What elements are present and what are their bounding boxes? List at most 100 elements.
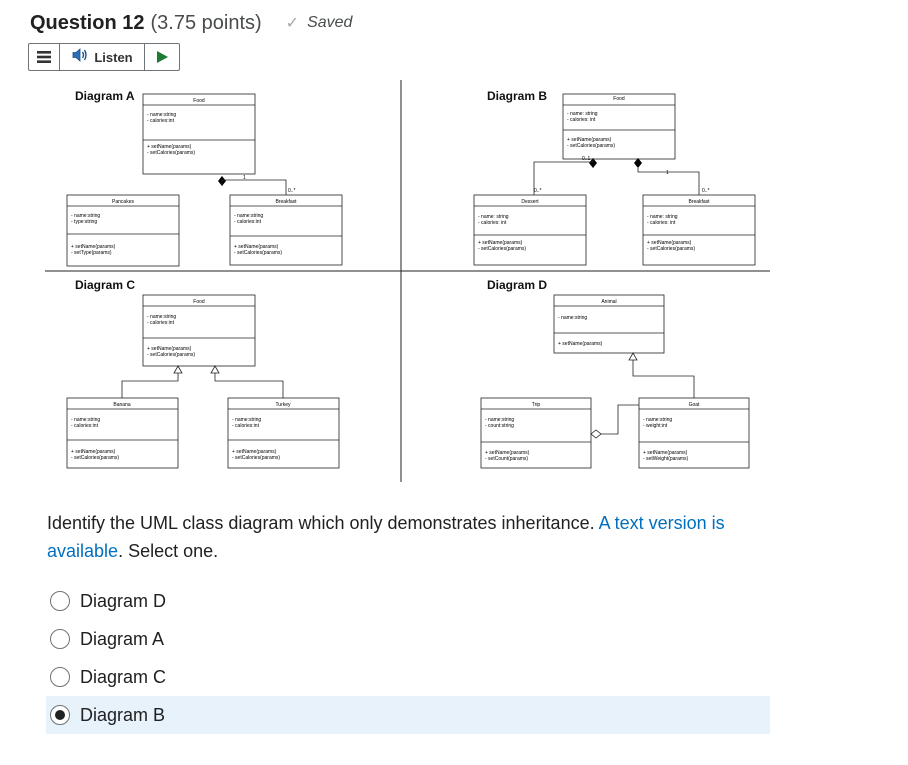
svg-text:- name: string: - name: string (567, 111, 598, 117)
option-diagram-d[interactable]: Diagram D (46, 582, 770, 620)
question-header: Question 12 (3.75 points) ✓ Saved (30, 10, 352, 36)
option-diagram-b[interactable]: Diagram B (46, 696, 770, 734)
diagram-a-title: Diagram A (75, 89, 135, 103)
uml-diagrams-image: Diagram A Food - name:string - calories:… (45, 80, 770, 482)
svg-text:+ setName(params): + setName(params) (478, 240, 523, 246)
diagram-b-title: Diagram B (487, 89, 547, 103)
svg-text:Food: Food (193, 98, 205, 104)
diagram-a-pancakes-class: Pancakes - name:string - type:string + s… (66, 194, 180, 267)
svg-text:+ setName(params): + setName(params) (647, 240, 692, 246)
svg-text:+ setName(params): + setName(params) (643, 450, 688, 456)
play-button[interactable] (145, 44, 179, 70)
svg-text:+ setName(params): + setName(params) (71, 449, 116, 455)
play-icon (157, 51, 168, 63)
svg-text:1: 1 (666, 170, 669, 176)
checkmark-icon: ✓ (285, 15, 300, 32)
option-label: Diagram C (80, 666, 167, 687)
svg-text:0..*: 0..* (288, 188, 296, 194)
svg-text:+ setName(params): + setName(params) (232, 449, 277, 455)
diagram-b-food-class: Food - name: string - calories: int + se… (562, 93, 676, 160)
svg-text:- setCalories(params): - setCalories(params) (147, 150, 195, 156)
svg-text:- setCalories(params): - setCalories(params) (234, 250, 282, 256)
option-diagram-a[interactable]: Diagram A (46, 620, 770, 658)
diagram-b-dessert-class: Dessert - name: string - calories: int +… (473, 194, 587, 266)
svg-text:- count:string: - count:string (485, 423, 514, 429)
diagram-d-goat-class: Goat - name:string - weight:int + setNam… (638, 397, 750, 469)
svg-text:+ setName(params): + setName(params) (71, 244, 116, 250)
svg-text:- weight:int: - weight:int (643, 423, 668, 429)
saved-status: ✓ Saved (286, 13, 353, 33)
svg-text:- name:string: - name:string (234, 213, 263, 219)
svg-text:Breakfast: Breakfast (688, 199, 710, 205)
radio-button-selected[interactable] (50, 705, 70, 725)
option-diagram-c[interactable]: Diagram C (46, 658, 770, 696)
svg-text:- calories:int: - calories:int (232, 423, 260, 429)
svg-text:Goat: Goat (689, 402, 700, 408)
svg-text:- name:string: - name:string (485, 417, 514, 423)
diagram-b: Diagram B Food - name: string - calories… (473, 89, 756, 266)
diagram-a: Diagram A Food - name:string - calories:… (66, 89, 343, 267)
prompt-text: Identify the UML class diagram which onl… (47, 513, 599, 533)
saved-label: Saved (307, 14, 353, 31)
diagram-c: Diagram C Food - name:string - calories:… (66, 278, 340, 469)
svg-text:Trip: Trip (532, 402, 541, 408)
option-label: Diagram B (80, 704, 166, 725)
svg-text:- setCalories(params): - setCalories(params) (567, 143, 615, 149)
diagram-d-title: Diagram D (487, 278, 547, 292)
svg-text:- setCalories(params): - setCalories(params) (71, 455, 119, 461)
svg-text:Food: Food (193, 299, 205, 305)
diagram-b-breakfast-class: Breakfast - name: string - calories: int… (642, 194, 756, 266)
svg-text:- setCalories(params): - setCalories(params) (478, 246, 526, 252)
option-label: Diagram D (80, 590, 167, 611)
svg-text:+ setName(params): + setName(params) (485, 450, 530, 456)
svg-text:- calories: int: - calories: int (647, 220, 676, 226)
diagram-c-turkey-class: Turkey - name:string - calories:int + se… (227, 397, 340, 469)
svg-text:+ setName(params): + setName(params) (147, 144, 192, 150)
hamburger-menu-icon[interactable] (29, 44, 60, 70)
svg-text:Banana: Banana (113, 402, 130, 408)
answer-options: Diagram D Diagram A Diagram C Diagram B (46, 582, 770, 734)
svg-text:- name: string: - name: string (478, 214, 509, 220)
svg-text:- setCalories(params): - setCalories(params) (147, 352, 195, 358)
svg-text:Food: Food (613, 96, 625, 102)
svg-text:- calories:int: - calories:int (71, 423, 99, 429)
svg-text:Turkey: Turkey (275, 402, 291, 408)
svg-text:- calories: int: - calories: int (567, 117, 596, 123)
svg-text:Dessert: Dessert (521, 199, 539, 205)
svg-text:0..*: 0..* (702, 188, 710, 194)
question-title: Question 12 (30, 11, 145, 34)
svg-text:- name:string: - name:string (71, 417, 100, 423)
svg-text:1: 1 (243, 175, 246, 181)
svg-text:- setType(params): - setType(params) (71, 250, 112, 256)
svg-text:+ setName(params): + setName(params) (234, 244, 279, 250)
svg-text:- calories:int: - calories:int (147, 320, 175, 326)
svg-text:- name:string: - name:string (147, 314, 176, 320)
svg-text:+ setName(params): + setName(params) (147, 346, 192, 352)
listen-button[interactable]: Listen (60, 44, 145, 70)
svg-text:- setCount(params): - setCount(params) (485, 456, 528, 462)
svg-text:- name:string: - name:string (147, 112, 176, 118)
diagram-a-breakfast-class: Breakfast - name:string - calories:int +… (229, 194, 343, 266)
text-version-link[interactable]: A text version is available (47, 513, 725, 561)
svg-text:- name:string: - name:string (643, 417, 672, 423)
question-prompt: Identify the UML class diagram which onl… (47, 509, 787, 565)
radio-button[interactable] (50, 591, 70, 611)
svg-text:+ setName(params): + setName(params) (567, 137, 612, 143)
diagram-c-title: Diagram C (75, 278, 135, 292)
svg-text:- calories: int: - calories: int (478, 220, 507, 226)
svg-text:+ setName(params): + setName(params) (558, 341, 603, 347)
radio-button[interactable] (50, 629, 70, 649)
radio-button[interactable] (50, 667, 70, 687)
option-label: Diagram A (80, 628, 165, 649)
listen-toolbar: Listen (28, 43, 180, 71)
svg-text:- setCalories(params): - setCalories(params) (647, 246, 695, 252)
diagram-c-banana-class: Banana - name:string - calories:int + se… (66, 397, 179, 469)
diagram-c-food-class: Food - name:string - calories:int + setN… (142, 294, 256, 367)
svg-text:0..1: 0..1 (582, 156, 591, 162)
svg-text:Animal: Animal (601, 299, 616, 305)
svg-text:- calories:int: - calories:int (147, 118, 175, 124)
svg-text:0..*: 0..* (534, 188, 542, 194)
svg-text:Breakfast: Breakfast (275, 199, 297, 205)
diagram-d-animal-class: Animal - name:string + setName(params) (553, 294, 665, 354)
diagram-a-food-class: Food - name:string - calories:int + setN… (142, 93, 256, 175)
